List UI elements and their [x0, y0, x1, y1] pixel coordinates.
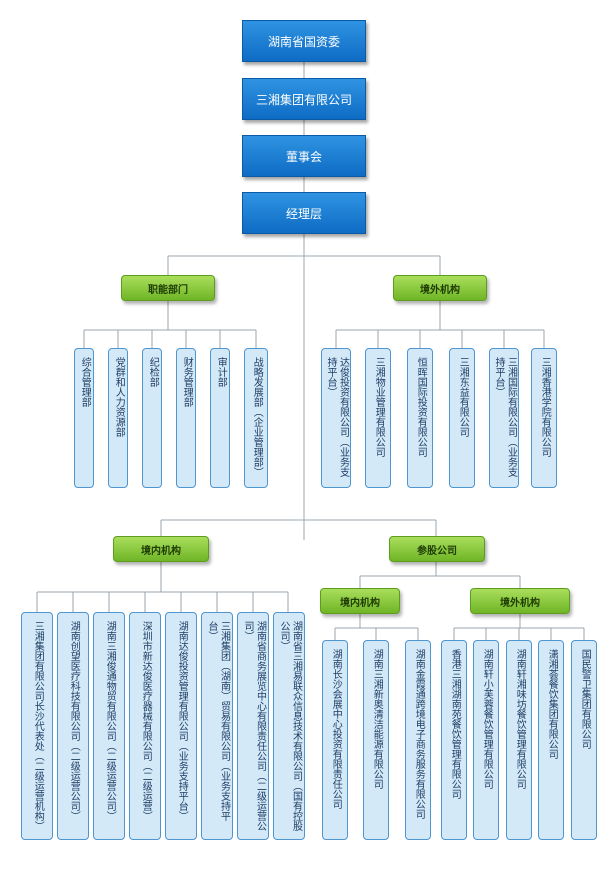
- company-label: 湖南轩湘味坊餐饮管理有限公司: [514, 649, 526, 789]
- dept-box: 战略发展部（企业管理部）: [244, 348, 268, 488]
- company-box: 湖南达俊投资管理有限公司（业务支持平台）: [165, 612, 197, 840]
- group-label: 参股公司: [417, 545, 457, 557]
- dept-box: 综合管理部: [74, 348, 94, 488]
- group-domestic: 境内机构: [113, 536, 209, 562]
- company-label: 湖南轩小芙蓉餐饮管理有限公司: [481, 649, 493, 789]
- company-label: 湖南创望医疗科技有限公司（二级运营公司）: [68, 621, 80, 821]
- company-box: 国民警卫集团有限公司: [571, 640, 597, 840]
- company-box: 湖南轩湘味坊餐饮管理有限公司: [506, 640, 532, 840]
- group-overseas: 境外机构: [393, 275, 487, 301]
- company-box: 湖南创望医疗科技有限公司（二级运营公司）: [57, 612, 89, 840]
- dept-box: 纪检部: [142, 348, 162, 488]
- dept-label: 财务管理部: [181, 357, 193, 407]
- company-label: 三湘集团有限公司长沙代表处（二级运营机构）: [32, 621, 44, 831]
- company-label: 湖南三湘俊通物贸有限公司（二级运营公司）: [104, 621, 116, 821]
- node-board: 董事会: [242, 135, 366, 177]
- dept-label: 党群和人力资源部: [113, 357, 125, 437]
- company-label: 深圳市新达俊医疗器械有限公司（二级运营）: [140, 621, 152, 821]
- company-box: 湖南省商务展览中心有限责任公司（二级运营公司）: [237, 612, 269, 840]
- group-functional: 职能部门: [121, 275, 215, 301]
- dept-label: 纪检部: [147, 357, 159, 387]
- company-label: 三湘国际有限公司（业务支持平台）: [493, 357, 517, 477]
- company-box: 三湘香港学院有限公司: [531, 348, 557, 488]
- dept-box: 审计部: [210, 348, 230, 488]
- company-box: 达俊投资有限公司（业务支持平台）: [321, 348, 351, 488]
- company-label: 三湘东益有限公司: [457, 357, 469, 437]
- company-box: 三湘物业管理有限公司: [365, 348, 391, 488]
- group-equity-domestic: 境内机构: [320, 588, 400, 614]
- group-label: 境外机构: [500, 597, 540, 609]
- company-label: 湖南省商务展览中心有限责任公司（二级运营公司）: [242, 621, 266, 831]
- company-label: 三湘香港学院有限公司: [539, 357, 551, 457]
- company-label: 湖南省三湘易联众信息技术有限公司（国有控股公司）: [278, 621, 302, 831]
- group-equity: 参股公司: [389, 536, 485, 562]
- node-management: 经理层: [242, 192, 366, 234]
- group-label: 境外机构: [420, 284, 460, 296]
- company-label: 湖南长沙会展中心投资有限责任公司: [330, 649, 342, 809]
- company-label: 湖南三湘新奥清洁能源有限公司: [371, 649, 383, 789]
- group-label: 境内机构: [141, 545, 181, 557]
- company-box: 三湘国际有限公司（业务支持平台）: [489, 348, 519, 488]
- node-label: 董事会: [285, 149, 322, 164]
- company-label: 三湘物业管理有限公司: [373, 357, 385, 457]
- node-label: 湖南省国资委: [267, 34, 340, 49]
- company-box: 三湘集团有限公司长沙代表处（二级运营机构）: [21, 612, 53, 840]
- company-box: 湖南轩小芙蓉餐饮管理有限公司: [473, 640, 499, 840]
- node-label: 三湘集团有限公司: [255, 92, 352, 107]
- company-label: 香港三湘湖南苑餐饮管理有限公司: [449, 649, 461, 799]
- dept-box: 财务管理部: [176, 348, 196, 488]
- node-sasac: 湖南省国资委: [242, 20, 366, 62]
- company-label: 湖南达俊投资管理有限公司（业务支持平台）: [176, 621, 188, 821]
- company-box: 湖南省三湘易联众信息技术有限公司（国有控股公司）: [273, 612, 305, 840]
- group-equity-overseas: 境外机构: [470, 588, 570, 614]
- dept-label: 综合管理部: [79, 357, 91, 407]
- group-label: 职能部门: [148, 284, 188, 296]
- company-box: 潇湘荟餐饮集团有限公司: [538, 640, 564, 840]
- company-label: 湖南金霞通跨境电子商务服务有限公司: [413, 649, 425, 819]
- company-box: 三湘东益有限公司: [449, 348, 475, 488]
- company-box: 深圳市新达俊医疗器械有限公司（二级运营）: [129, 612, 161, 840]
- dept-box: 党群和人力资源部: [108, 348, 128, 488]
- company-box: 湖南长沙会展中心投资有限责任公司: [322, 640, 348, 840]
- dept-label: 审计部: [215, 357, 227, 387]
- company-label: 国民警卫集团有限公司: [579, 649, 591, 749]
- company-label: 三湘集团（湖南）贸易有限公司（业务支持平台）: [206, 621, 230, 821]
- node-group-company: 三湘集团有限公司: [242, 78, 366, 120]
- node-label: 经理层: [285, 206, 322, 221]
- company-box: 香港三湘湖南苑餐饮管理有限公司: [441, 640, 467, 840]
- company-box: 恒晖国际投资有限公司: [407, 348, 433, 488]
- company-label: 潇湘荟餐饮集团有限公司: [546, 649, 558, 759]
- group-label: 境内机构: [340, 597, 380, 609]
- company-box: 湖南金霞通跨境电子商务服务有限公司: [405, 640, 431, 840]
- company-label: 达俊投资有限公司（业务支持平台）: [325, 357, 349, 477]
- dept-label: 战略发展部（企业管理部）: [251, 357, 263, 477]
- company-box: 湖南三湘新奥清洁能源有限公司: [363, 640, 389, 840]
- company-box: 湖南三湘俊通物贸有限公司（二级运营公司）: [93, 612, 125, 840]
- company-box: 三湘集团（湖南）贸易有限公司（业务支持平台）: [201, 612, 233, 840]
- company-label: 恒晖国际投资有限公司: [415, 357, 427, 457]
